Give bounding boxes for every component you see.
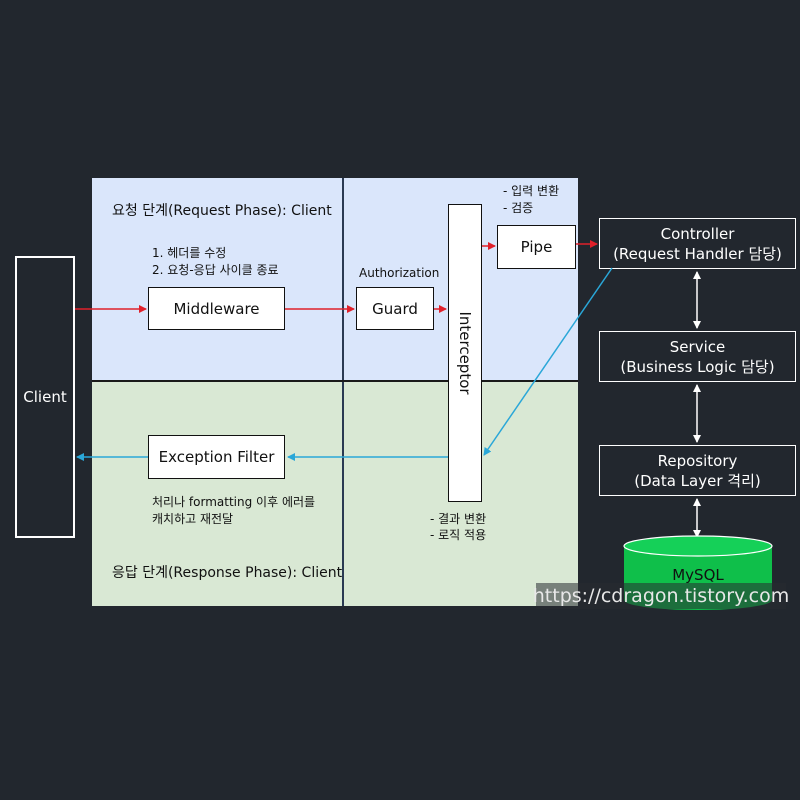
arrow-controller-to-interceptor bbox=[483, 267, 613, 456]
service-title: Service bbox=[669, 337, 726, 356]
controller-title: Controller bbox=[660, 224, 735, 243]
watermark: https://cdragon.tistory.com bbox=[532, 583, 790, 609]
exception-filter-note-1: 처리나 formatting 이후 에러를 bbox=[152, 495, 316, 509]
interceptor-box: Interceptor bbox=[448, 204, 482, 502]
exception-filter-label: Exception Filter bbox=[158, 448, 275, 466]
database-label: MySQL bbox=[672, 566, 724, 584]
interceptor-note-1: - 결과 변환 bbox=[430, 512, 487, 526]
pipe-label: Pipe bbox=[520, 238, 553, 256]
guard-box: Guard bbox=[356, 287, 434, 330]
repository-title: Repository bbox=[657, 451, 738, 470]
guard-caption: Authorization bbox=[359, 266, 440, 280]
controller-box: Controller (Request Handler 담당) bbox=[599, 218, 796, 269]
pipe-note-1: - 입력 변환 bbox=[503, 184, 560, 198]
request-phase-area bbox=[92, 178, 578, 381]
interceptor-note-2: - 로직 적용 bbox=[430, 528, 487, 542]
service-subtitle: (Business Logic 담당) bbox=[620, 357, 775, 376]
vertical-divider bbox=[342, 178, 344, 606]
middleware-note-1: 1. 헤더를 수정 bbox=[152, 246, 227, 260]
response-phase-title: 응답 단계(Response Phase): Client bbox=[112, 565, 343, 581]
phase-divider bbox=[92, 380, 578, 382]
middleware-label: Middleware bbox=[173, 299, 260, 318]
client-label: Client bbox=[23, 388, 67, 406]
pipe-box: Pipe bbox=[497, 225, 576, 269]
controller-subtitle: (Request Handler 담당) bbox=[613, 244, 782, 263]
request-phase-title: 요청 단계(Request Phase): Client bbox=[112, 203, 332, 219]
client-box: Client bbox=[15, 256, 75, 538]
response-phase-area bbox=[92, 381, 578, 606]
exception-filter-note-2: 캐치하고 재전달 bbox=[152, 512, 234, 526]
pipe-note-2: - 검증 bbox=[503, 201, 534, 215]
middleware-note-2: 2. 요청-응답 사이클 종료 bbox=[152, 263, 279, 277]
middleware-box: Middleware bbox=[148, 287, 285, 330]
repository-box: Repository (Data Layer 격리) bbox=[599, 445, 796, 496]
repository-subtitle: (Data Layer 격리) bbox=[634, 471, 761, 490]
exception-filter-box: Exception Filter bbox=[148, 435, 285, 479]
guard-label: Guard bbox=[372, 299, 418, 318]
service-box: Service (Business Logic 담당) bbox=[599, 331, 796, 382]
